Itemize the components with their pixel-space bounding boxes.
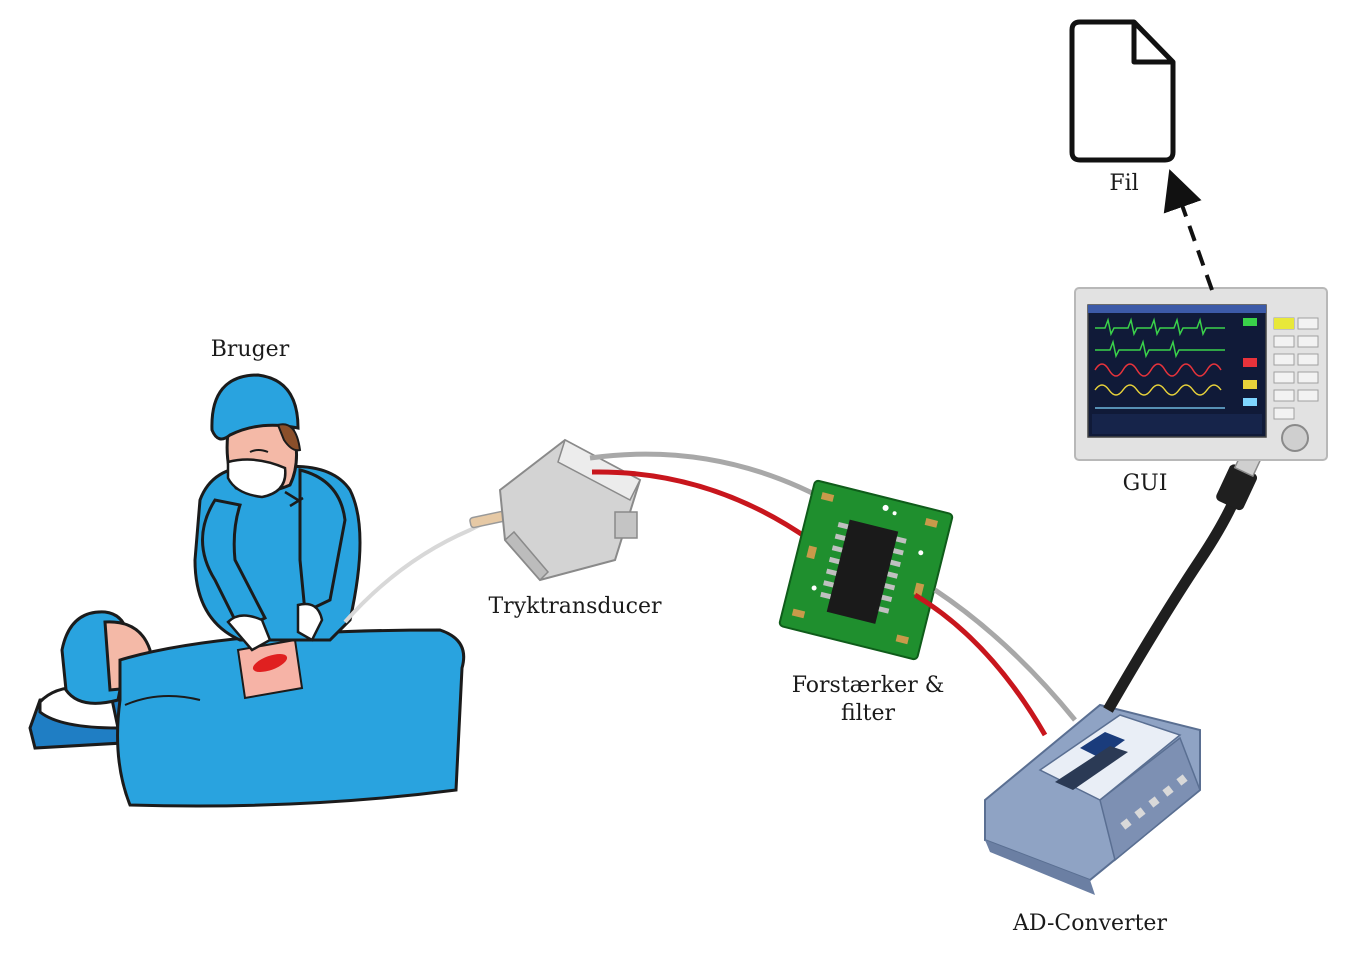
label-fil: Fil — [1094, 170, 1154, 198]
label-forstaerker-line1: Forstærker & — [768, 672, 968, 700]
patient-monitor — [1075, 288, 1327, 460]
amplifier-board — [779, 480, 953, 660]
usb-cable — [1108, 505, 1232, 710]
dashed-arrow — [1176, 188, 1212, 290]
pressure-transducer — [469, 440, 640, 580]
label-bruger: Bruger — [200, 336, 300, 364]
file-icon — [1072, 22, 1173, 160]
surgeon-illustration — [195, 375, 360, 650]
ad-converter-box — [985, 705, 1200, 895]
label-forstaerker-line2: filter — [768, 700, 968, 728]
label-tryktransducer: Tryktransducer — [470, 593, 680, 621]
label-ad-converter: AD-Converter — [990, 910, 1190, 938]
label-forstaerker: Forstærker & filter — [768, 672, 968, 728]
label-gui: GUI — [1108, 470, 1182, 498]
